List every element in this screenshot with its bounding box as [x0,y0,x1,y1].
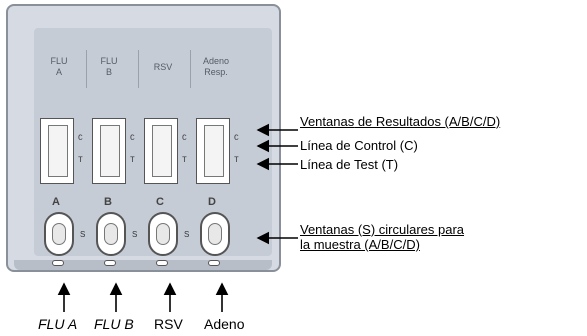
drop-icon [52,260,64,266]
annotation-results-rest: de Resultados (A/B/C/D) [354,114,501,129]
annotation-control-line: Línea de Control (C) [300,138,418,153]
result-window-d [196,118,230,184]
well-letter-c: C [156,196,164,208]
control-mark: C [234,134,239,143]
drop-icon [104,260,116,266]
annotation-sample-line1: Ventanas (S) circulares para [300,222,465,237]
annotation-test-prefix: Línea [300,157,333,172]
sample-mark: S [132,230,138,239]
control-mark: C [130,134,135,143]
annotation-results-prefix: Ventanas [300,114,355,129]
drop-icon [156,260,168,266]
control-mark: C [78,134,83,143]
sample-well-d [200,212,230,256]
test-mark: T [182,156,187,165]
sample-well-c [148,212,178,256]
sample-mark: S [184,230,190,239]
sample-well-a [44,212,74,256]
channel-label-flu-b: FLU B [100,56,118,77]
divider [190,50,191,88]
well-letter-a: A [52,196,60,208]
annotation-control-prefix: Línea [300,138,333,153]
cassette-base [14,260,272,270]
divider [138,50,139,88]
annotation-result-windows: Ventanas de Resultados (A/B/C/D) [300,114,500,129]
annotation-sample-windows: Ventanas (S) circulares para la muestra … [300,222,464,252]
result-window-b [92,118,126,184]
bottom-label-rsv: RSV [154,316,183,332]
well-letter-b: B [104,196,112,208]
bottom-label-flu-a: FLU A [38,316,78,332]
sample-mark: S [80,230,86,239]
result-window-a [40,118,74,184]
bottom-label-adeno: Adeno [204,316,245,332]
drop-icon [208,260,220,266]
test-mark: T [78,156,83,165]
annotation-test-line: Línea de Test (T) [300,157,398,172]
channel-label-flu-a: FLU A [50,56,68,77]
channel-label-adeno: Adeno Resp. [202,56,230,77]
control-mark: C [182,134,187,143]
test-mark: T [234,156,239,165]
result-window-c [144,118,178,184]
test-mark: T [130,156,135,165]
divider [86,50,87,88]
channel-label-rsv: RSV [153,62,173,72]
annotation-test-rest: de Test (T) [332,157,399,172]
test-cassette: FLU A FLU B RSV Adeno Resp. C T C T C T … [6,4,281,272]
annotation-sample-line2: la muestra (A/B/C/D) [300,237,420,252]
annotation-control-rest: de Control (C) [332,138,418,153]
bottom-label-flu-b: FLU B [94,316,134,332]
sample-well-b [96,212,126,256]
well-letter-d: D [208,196,216,208]
